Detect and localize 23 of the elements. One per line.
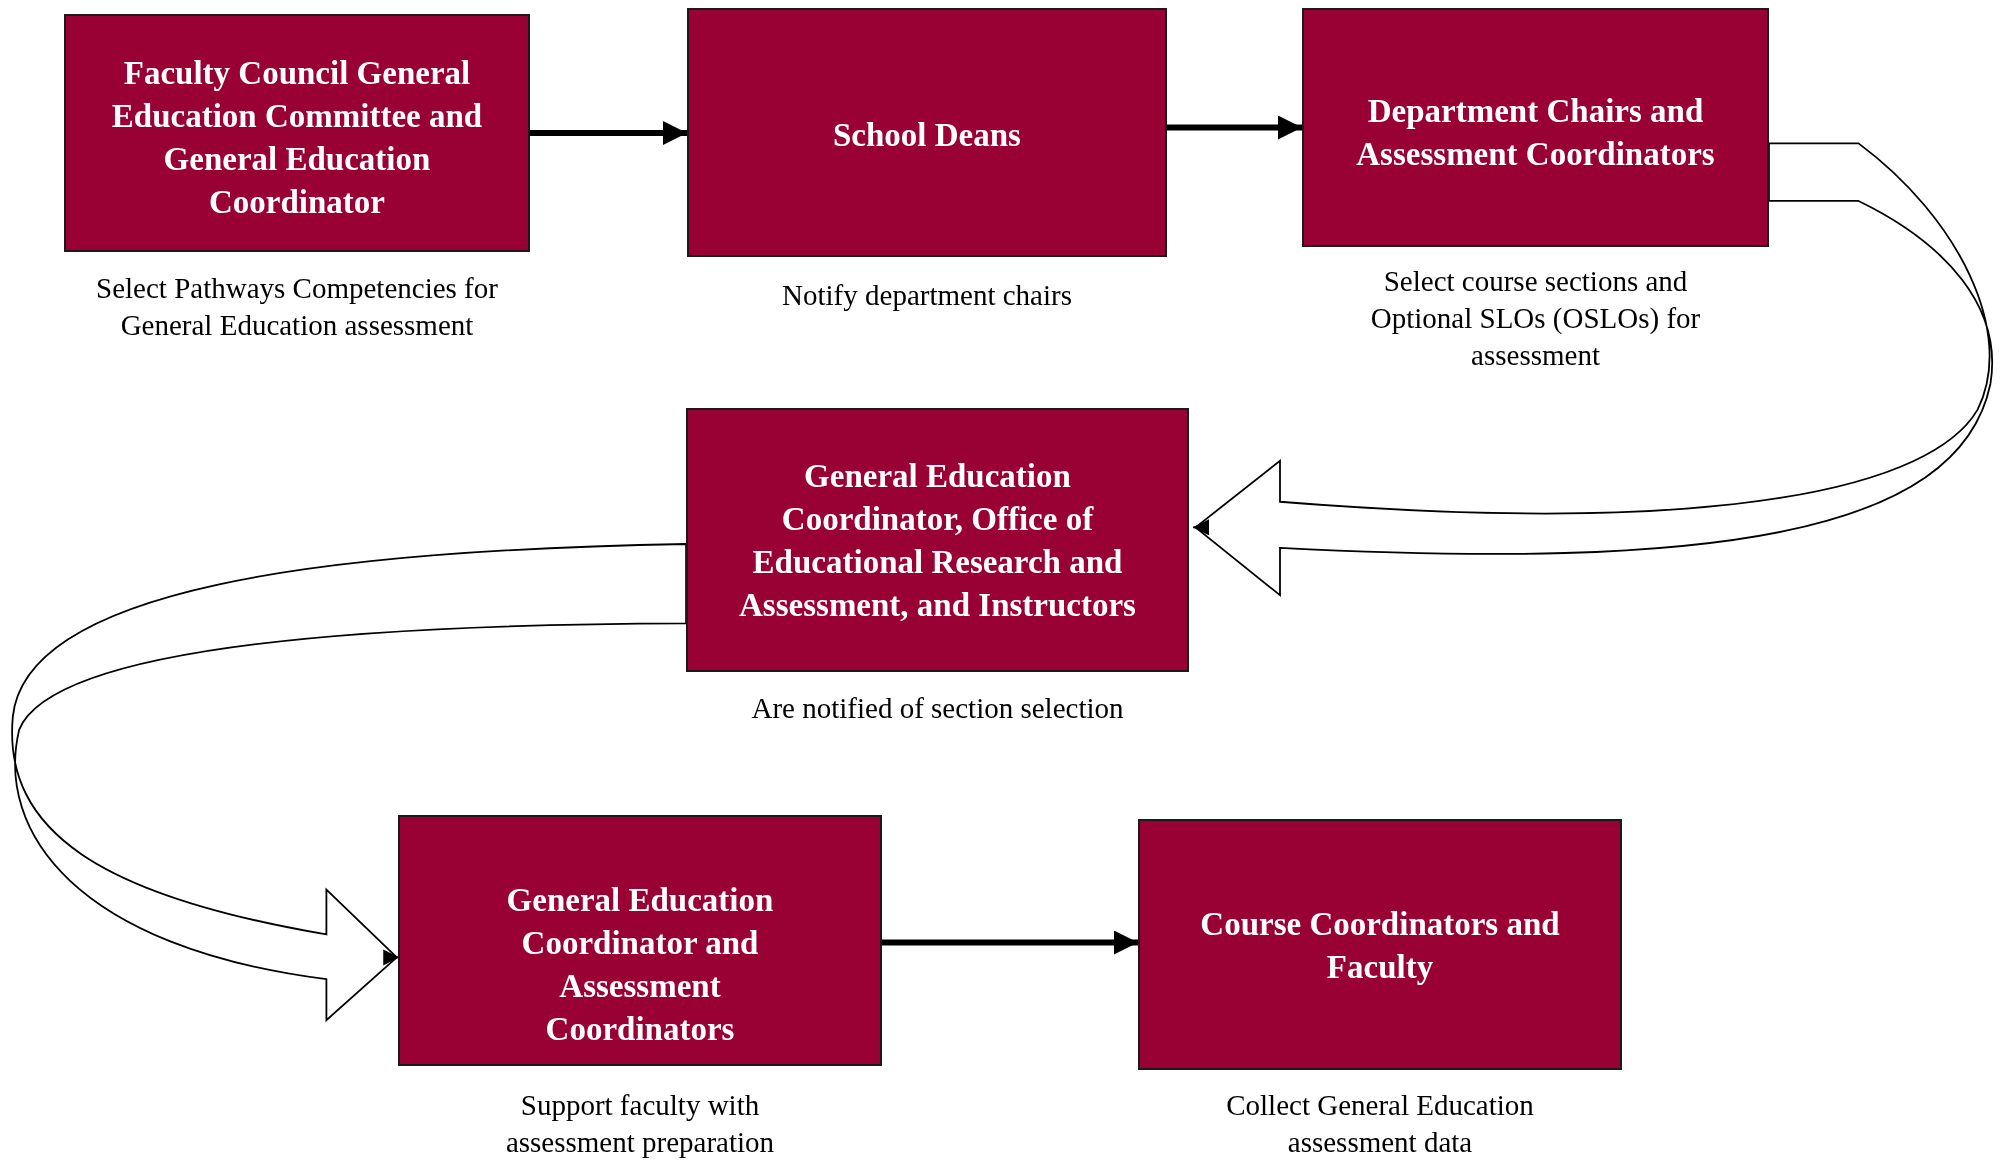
step-description: Support faculty with assessment preparation: [504, 1088, 776, 1160]
step-description: Collect General Education assessment data: [1225, 1088, 1535, 1160]
curved-arrow: [1192, 142, 1994, 597]
process-box: [687, 8, 1167, 257]
step-description: Select Pathways Competencies for General Education assessment: [95, 271, 499, 343]
box-title: General Education Coordinator, Office of Educational Research and Assessment, and Instructors: [738, 457, 1137, 625]
process-box: [1302, 8, 1769, 247]
process-box: [1138, 819, 1622, 1070]
arrow: [1167, 115, 1302, 140]
box-title: Course Coordinators and Faculty: [1199, 905, 1561, 987]
box-title: Faculty Council General Education Committee and General Education Coordinator: [110, 54, 484, 222]
arrow: [882, 930, 1138, 955]
step-description: Notify department chairs: [781, 278, 1073, 313]
step-description: Select course sections and Optional SLOs (OSLOs) for assessment: [1369, 264, 1702, 373]
step-description: Are notified of section selection: [750, 691, 1125, 726]
box-title: Department Chairs and Assessment Coordinators: [1355, 92, 1716, 174]
arrow: [530, 121, 687, 145]
process-box: [64, 14, 530, 252]
box-title: General Education Coordinator and Assessment Coordinators: [505, 881, 775, 1049]
box-title: School Deans: [833, 116, 1021, 155]
process-box: [686, 408, 1189, 672]
curved-arrow: [11, 543, 687, 1022]
process-box: [398, 815, 882, 1066]
